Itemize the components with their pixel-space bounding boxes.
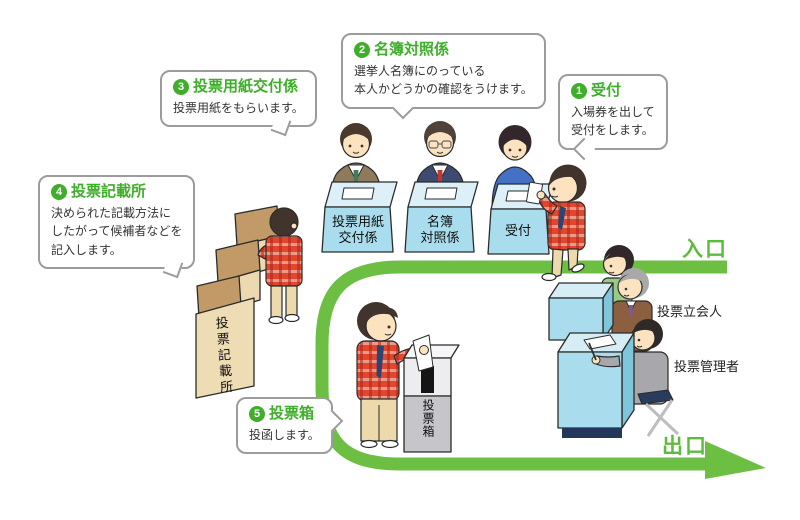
step-title: 投票記載所 [71, 183, 147, 200]
step-bubble-ballot-issuing: 3 投票用紙交付係 投票用紙をもらいます。 [160, 70, 317, 137]
step-number-icon: 4 [51, 184, 67, 201]
ballot-box [403, 334, 460, 453]
step-title: 投票用紙交付係 [193, 78, 299, 95]
flow-path [315, 260, 766, 479]
step-number-icon: 2 [354, 42, 370, 59]
ballot-box-label: 投票箱 [421, 399, 435, 438]
desk-register-check [404, 181, 479, 253]
desk-label-register-check: 名簿 対照係 [420, 214, 460, 246]
desk-observer [548, 282, 614, 341]
person-voter-at-ballot-box [356, 302, 423, 449]
step-title: 名簿対照係 [374, 41, 450, 58]
step-bubble-ballot-box: 5 投票箱 投函します。 [236, 397, 344, 455]
step-number-icon: 1 [571, 83, 587, 100]
step-number-icon: 5 [249, 406, 265, 423]
person-voter-at-reception [526, 164, 587, 282]
step-title: 受付 [591, 82, 622, 99]
step-title: 投票箱 [269, 405, 315, 422]
step-bubble-register-check: 2 名簿対照係 選挙人名簿にのっている 本人かどうかの確認をうけます。 [341, 33, 546, 120]
paper [424, 187, 458, 200]
pen [588, 342, 597, 361]
manager-label: 投票管理者 [674, 359, 740, 374]
step-number-icon: 3 [173, 79, 189, 96]
exit-sign: 出口 [662, 435, 708, 458]
desk-ballot-issuing [321, 181, 398, 253]
observer-label: 投票立会人 [657, 304, 723, 319]
voting-booth [195, 205, 280, 399]
desk-label-reception: 受付 [504, 223, 531, 238]
paper [341, 187, 375, 200]
ballot-slot [421, 366, 434, 393]
exit-arrow-icon [705, 441, 766, 479]
desk-manager [557, 332, 635, 438]
entrance-sign: 入口 [682, 238, 728, 261]
paper [583, 334, 617, 350]
person-voter-at-booth [257, 207, 303, 325]
step-bubble-reception: 1 受付 入場券を出して 受付をします。 [558, 74, 668, 161]
step-bubble-voting-booth: 4 投票記載所 決められた記載方法に したがって候補者などを 記入します。 [38, 175, 196, 279]
folding-chair [637, 389, 680, 437]
manager-writing [583, 334, 621, 368]
desk-label-ballot-issuing: 投票用紙 交付係 [331, 214, 384, 246]
